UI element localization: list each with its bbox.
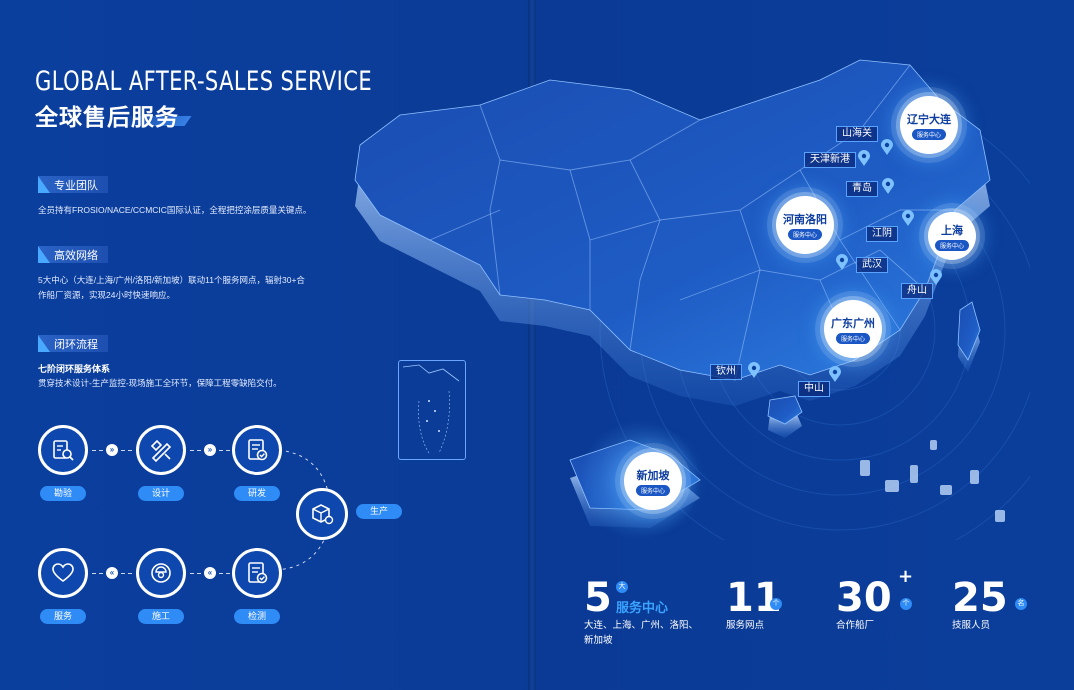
step-label-service: 服务 <box>40 609 86 624</box>
step-label-design: 设计 <box>138 486 184 501</box>
process-arrow-3: « <box>190 567 233 579</box>
section-subtitle-process: 七阶闭环服务体系 <box>38 364 111 374</box>
process-arrow-1: » <box>92 444 135 456</box>
production-icon <box>296 488 348 540</box>
stat-value-shipyards: 30 <box>836 575 892 621</box>
section-text-team: 全员持有FROSIO/NACE/CCMCIC国际认证，全程把控涂层质量关键点。 <box>38 205 312 215</box>
city-label-wuhan: 武汉 <box>856 257 888 273</box>
hub-dalian: 辽宁大连服务中心 <box>900 96 958 154</box>
hub-singapore: 新加坡服务中心 <box>624 452 682 510</box>
stat-plus-shipyards: + <box>898 566 914 587</box>
step-label-production: 生产 <box>356 504 402 519</box>
hub-shanghai: 上海服务中心 <box>928 212 976 260</box>
location-pin-icon <box>836 254 848 270</box>
hub-luoyang: 河南洛阳服务中心 <box>776 196 834 254</box>
stat-accent-centers: 服务中心 <box>616 600 669 615</box>
location-pin-icon <box>882 178 894 194</box>
city-label-zhoushan: 舟山 <box>901 283 933 299</box>
research-icon <box>232 425 282 475</box>
location-pin-icon <box>902 210 914 226</box>
step-label-research: 研发 <box>234 486 280 501</box>
hub-guangzhou: 广东广州服务中心 <box>824 300 882 358</box>
city-label-qinzhou: 钦州 <box>710 364 742 380</box>
step-label-testing: 检测 <box>234 609 280 624</box>
stat-value-staff: 25 <box>952 575 1008 621</box>
process-connector-curve <box>271 449 331 571</box>
south-china-sea-inset <box>398 360 466 460</box>
stat-label-centers-line1: 大连、上海、广州、洛阳、 <box>584 620 699 631</box>
location-pin-icon <box>881 139 893 155</box>
section-text-network-line1: 5大中心（大连/上海/广州/洛阳/新加坡）联动11个服务网点，辐射30+合 <box>38 275 305 285</box>
process-arrow-2: » <box>190 444 233 456</box>
section-text-process: 贯穿技术设计-生产监控-现场施工全环节，保障工程零缺陷交付。 <box>38 378 282 388</box>
city-label-shanhaiguan: 山海关 <box>836 126 878 142</box>
stat-label-outlets: 服务网点 <box>726 620 765 631</box>
section-tag-process: 闭环流程 <box>38 335 108 352</box>
city-label-qingdao: 青岛 <box>846 181 878 197</box>
stat-label-centers-line2: 新加坡 <box>584 635 613 646</box>
title-english: GLOBAL AFTER-SALES SERVICE <box>35 66 373 97</box>
stat-badge-outlets: 个 <box>770 598 782 610</box>
testing-icon <box>232 548 282 598</box>
process-arrow-4: « <box>92 567 135 579</box>
location-pin-icon <box>829 366 841 382</box>
stat-label-staff: 技服人员 <box>952 620 991 631</box>
service-icon <box>38 548 88 598</box>
page-fold <box>528 0 536 690</box>
city-label-zhongshan: 中山 <box>798 381 830 397</box>
title-chinese: 全球售后服务 <box>35 104 179 130</box>
section-tag-network: 高效网络 <box>38 246 108 263</box>
stat-badge-shipyards: 个 <box>900 598 912 610</box>
step-label-construction: 施工 <box>138 609 184 624</box>
location-pin-icon <box>748 362 760 378</box>
location-pin-icon <box>930 269 942 285</box>
stat-badge-centers: 大 <box>616 581 628 593</box>
stat-label-shipyards: 合作船厂 <box>836 620 875 631</box>
design-icon <box>136 425 186 475</box>
section-text-network-line2: 作船厂资源，实现24小时快速响应。 <box>38 290 175 300</box>
inspection-icon <box>38 425 88 475</box>
city-label-tianjin: 天津新港 <box>804 152 856 168</box>
step-label-inspection: 勘验 <box>40 486 86 501</box>
stat-badge-staff: 名 <box>1015 598 1027 610</box>
city-label-jiangyin: 江阴 <box>866 226 898 242</box>
stat-value-centers: 5 <box>584 575 612 621</box>
construction-icon <box>136 548 186 598</box>
section-tag-team: 专业团队 <box>38 176 108 193</box>
location-pin-icon <box>858 150 870 166</box>
